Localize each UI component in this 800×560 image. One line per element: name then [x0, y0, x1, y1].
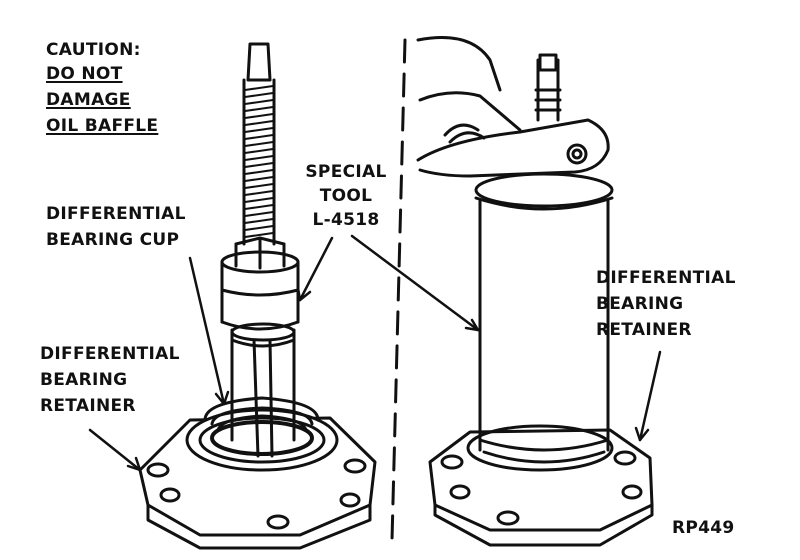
left-rod-threads — [244, 85, 274, 238]
left-retainer-label-1: DIFFERENTIAL — [40, 344, 180, 364]
special-tool-label-3: L-4518 — [312, 210, 380, 230]
caution-title: CAUTION: — [46, 40, 141, 60]
left-retainer-label-2: BEARING — [40, 370, 128, 390]
caution-line-3: OIL BAFFLE — [46, 116, 159, 136]
right-puller-arm — [416, 36, 610, 178]
caution-line-2: DAMAGE — [46, 90, 131, 110]
left-bearing-cup — [203, 396, 320, 432]
right-retainer-label-3: RETAINER — [596, 320, 692, 340]
right-retainer-label-1: DIFFERENTIAL — [596, 268, 736, 288]
bearing-cup-label-2: BEARING CUP — [46, 230, 180, 250]
right-retainer-label-2: BEARING — [596, 294, 684, 314]
left-tool-body — [220, 42, 300, 458]
right-tool-cylinder — [474, 172, 614, 464]
divider-line — [390, 38, 407, 542]
bearing-cup-label-1: DIFFERENTIAL — [46, 204, 186, 224]
figure-code: RP449 — [672, 518, 735, 538]
leader-lines — [88, 234, 662, 472]
special-tool-label-2: TOOL — [319, 186, 373, 206]
left-retainer-label-3: RETAINER — [40, 396, 136, 416]
special-tool-label-1: SPECIAL — [305, 162, 387, 182]
right-flange — [428, 424, 654, 547]
left-flange — [138, 408, 377, 550]
caution-line-1: DO NOT — [46, 64, 123, 84]
